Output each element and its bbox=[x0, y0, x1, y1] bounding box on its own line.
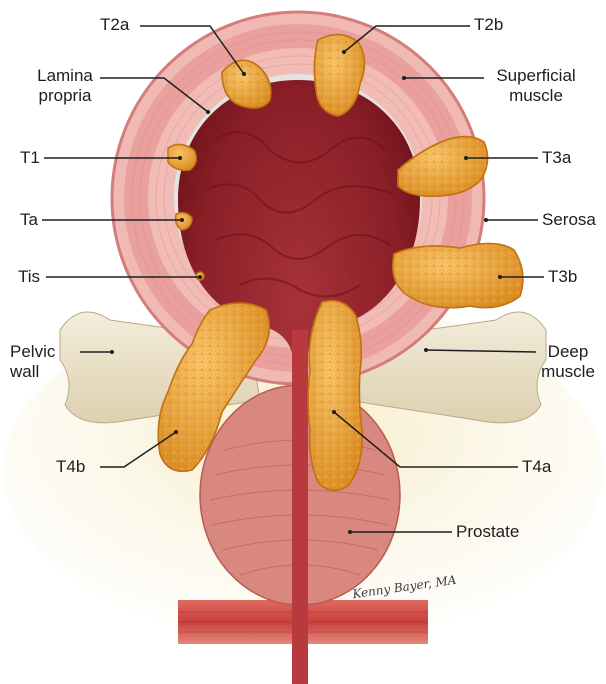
label-pelvic-wall-line1: Pelvic bbox=[10, 342, 55, 362]
tumor-t4a bbox=[308, 301, 362, 491]
label-deep-muscle: Deep muscle bbox=[532, 342, 604, 382]
label-pelvic-wall: Pelvic wall bbox=[10, 342, 55, 382]
label-t1: T1 bbox=[20, 148, 40, 168]
urethra bbox=[292, 330, 308, 684]
label-pelvic-wall-line2: wall bbox=[10, 362, 55, 382]
label-lamina-propria: Lamina propria bbox=[30, 66, 100, 106]
label-serosa: Serosa bbox=[542, 210, 596, 230]
label-t4b: T4b bbox=[56, 457, 85, 477]
label-superficial-muscle-line1: Superficial bbox=[488, 66, 584, 86]
label-deep-muscle-line1: Deep bbox=[532, 342, 604, 362]
label-prostate: Prostate bbox=[456, 522, 519, 542]
label-t4a: T4a bbox=[522, 457, 551, 477]
label-ta: Ta bbox=[20, 210, 38, 230]
label-t2b: T2b bbox=[474, 15, 503, 35]
tumor-t3b bbox=[393, 243, 523, 307]
label-t3b: T3b bbox=[548, 267, 577, 287]
label-deep-muscle-line2: muscle bbox=[532, 362, 604, 382]
label-lamina-propria-line1: Lamina bbox=[30, 66, 100, 86]
label-superficial-muscle: Superficial muscle bbox=[488, 66, 584, 106]
label-t3a: T3a bbox=[542, 148, 571, 168]
label-lamina-propria-line2: propria bbox=[30, 86, 100, 106]
label-superficial-muscle-line2: muscle bbox=[488, 86, 584, 106]
label-tis: Tis bbox=[18, 267, 40, 287]
label-t2a: T2a bbox=[100, 15, 129, 35]
